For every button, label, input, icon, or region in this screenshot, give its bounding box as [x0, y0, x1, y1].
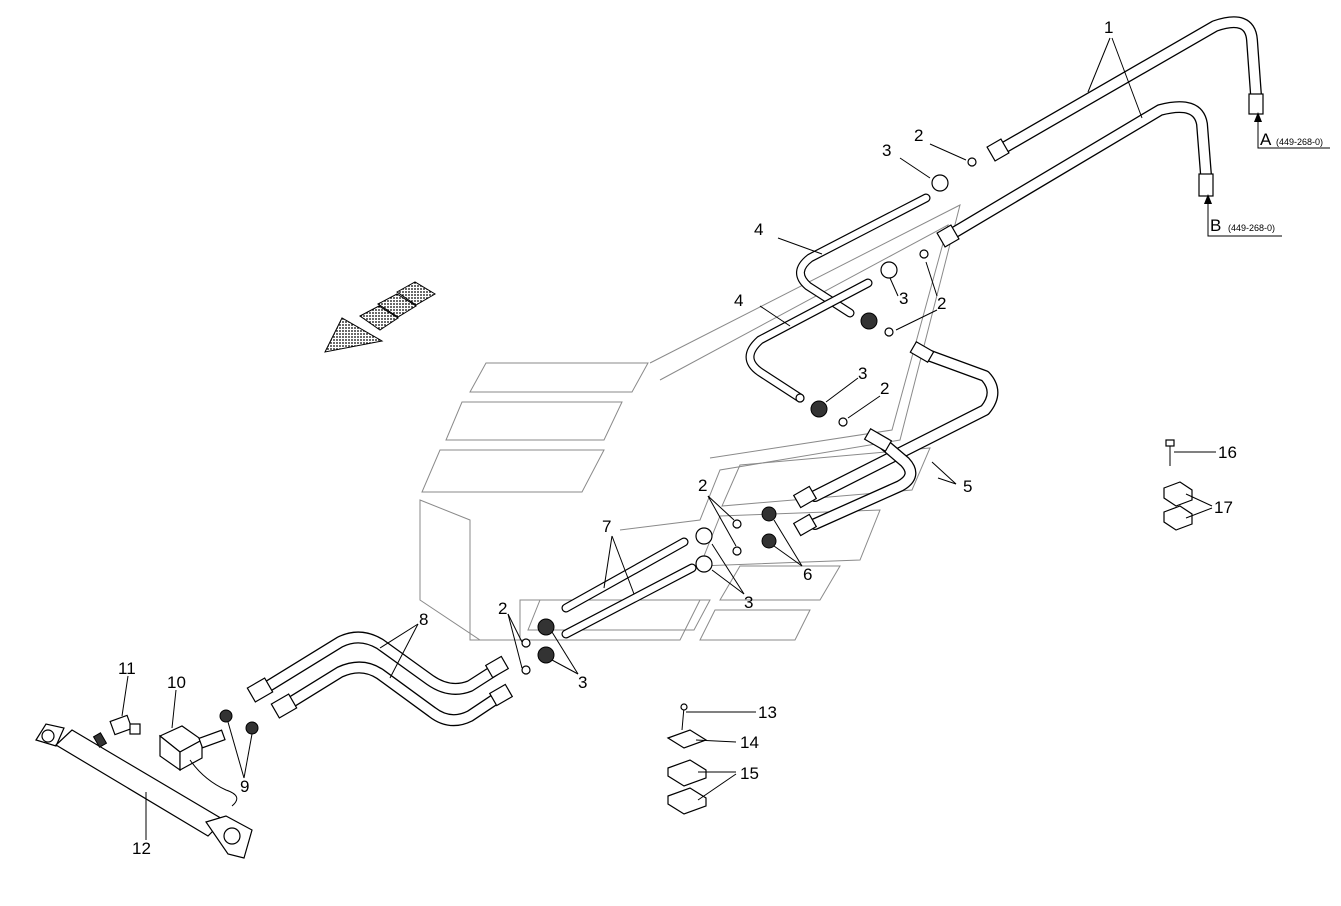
connection-a-ref: (449-268-0): [1276, 137, 1323, 147]
callout-2: 2: [698, 476, 707, 495]
callout-3: 3: [882, 141, 891, 160]
connection-b-letter: B: [1210, 216, 1221, 235]
callout-15: 15: [740, 764, 759, 783]
callout-3: 3: [858, 364, 867, 383]
leader-lines: [121, 37, 1216, 840]
callout-14: 14: [740, 733, 759, 752]
fittings: [219, 157, 977, 735]
callout-13: 13: [758, 703, 777, 722]
callout-3: 3: [899, 289, 908, 308]
connection-marker-b: B (449-268-0): [1204, 194, 1282, 237]
callout-7: 7: [602, 517, 611, 536]
pipe-part-7: [561, 537, 697, 639]
callout-3: 3: [744, 593, 753, 612]
travel-direction-arrow-icon: [324, 281, 436, 353]
callout-5: 5: [963, 477, 972, 496]
callout-3: 3: [578, 673, 587, 692]
valve-block-part-10: [158, 725, 238, 807]
callout-2: 2: [914, 126, 923, 145]
connection-a-letter: A: [1260, 130, 1272, 149]
callout-2: 2: [880, 379, 889, 398]
hose-part-5: [809, 340, 999, 530]
callout-9: 9: [240, 777, 249, 796]
hydraulic-cylinder-part-12: [35, 723, 253, 859]
callout-4: 4: [734, 291, 743, 310]
callout-1: 1: [1104, 18, 1113, 37]
fitting-part-11: [109, 714, 141, 736]
callout-17: 17: [1214, 498, 1233, 517]
callout-2: 2: [937, 294, 946, 313]
callout-11: 11: [118, 659, 136, 678]
bolt-clamp-assembly: [1163, 439, 1193, 531]
callout-4: 4: [754, 220, 763, 239]
hose-part-8: [246, 631, 514, 727]
callout-10: 10: [167, 673, 186, 692]
callout-8: 8: [419, 610, 428, 629]
connection-marker-a: A (449-268-0): [1254, 112, 1330, 149]
background-logo-outline: [419, 204, 961, 641]
clamp-assembly: [666, 703, 708, 815]
pipe-part-4: [745, 193, 931, 403]
callout-6: 6: [803, 565, 812, 584]
connection-b-ref: (449-268-0): [1228, 223, 1275, 233]
callout-12: 12: [132, 839, 151, 858]
hose-part-1: [936, 16, 1264, 248]
callout-2: 2: [498, 599, 507, 618]
callout-labels: 1 2 2 2 2 2 3 3 3 3 3 4 4 5 6 7 8 9 10 1…: [118, 18, 1237, 858]
callout-16: 16: [1218, 443, 1237, 462]
